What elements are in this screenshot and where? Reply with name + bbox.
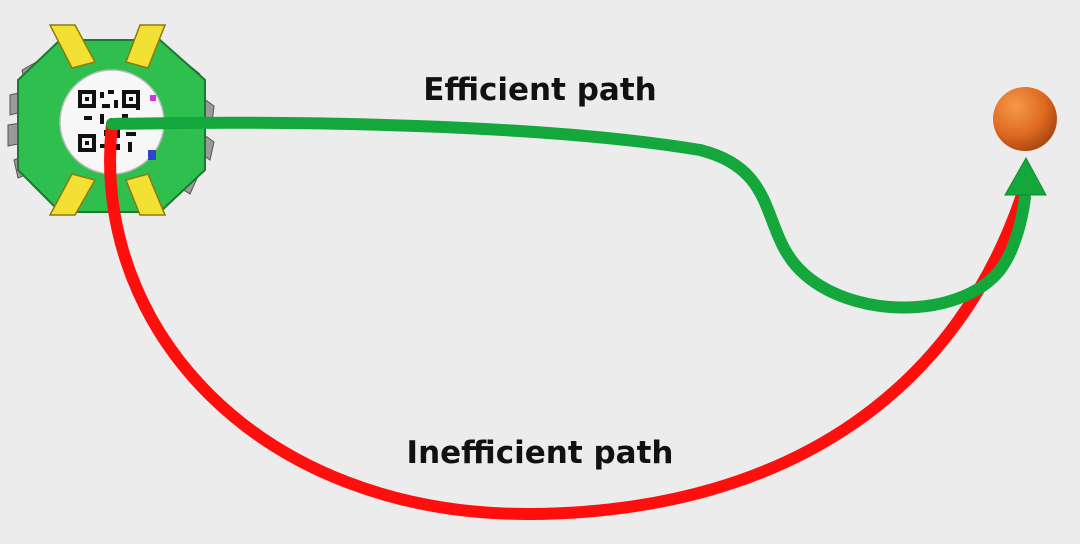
inefficient-path-label: Inefficient path [406,435,674,471]
arrowhead-icon [1004,156,1047,196]
efficient-path-label: Efficient path [423,72,657,108]
efficient-path-line [106,116,1031,314]
inefficient-path-line [104,118,1028,521]
ball-icon [993,87,1057,151]
